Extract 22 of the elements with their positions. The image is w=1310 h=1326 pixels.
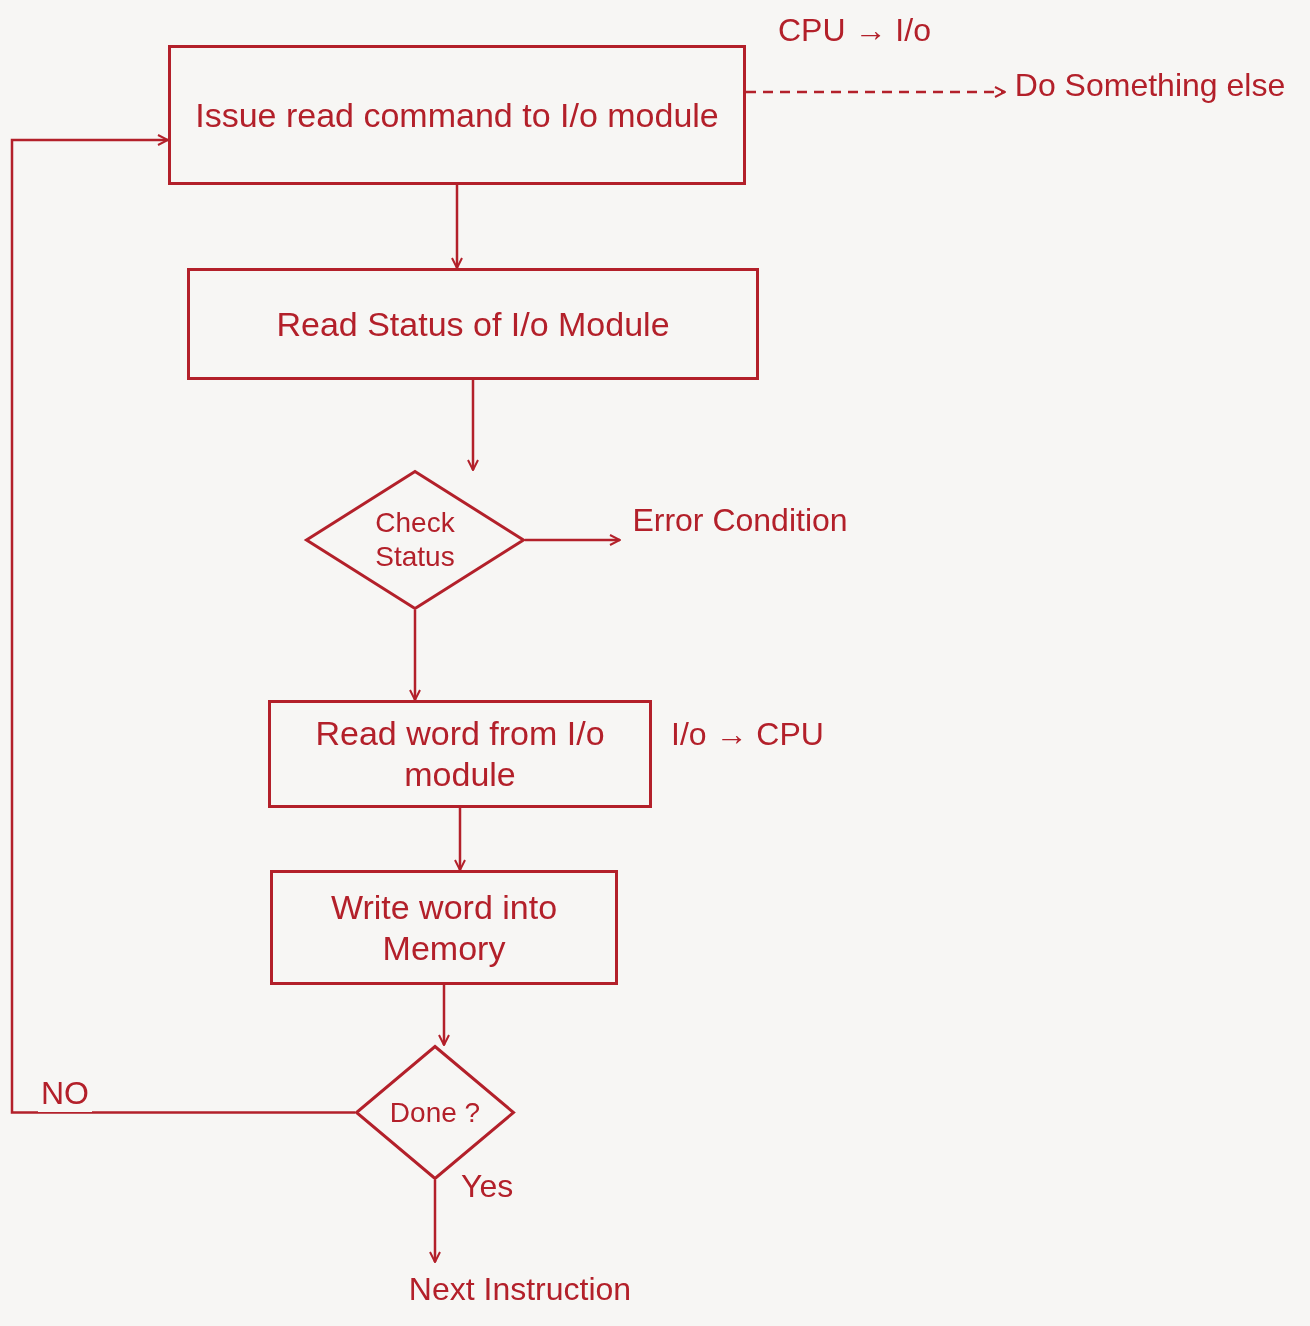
arrow — [429, 1180, 441, 1263]
step-text: Read word from I/o module — [314, 713, 606, 795]
terminal-text: Do Something else — [1014, 65, 1286, 105]
arrow — [746, 86, 1006, 98]
arrow — [454, 808, 466, 871]
arrow — [438, 985, 450, 1046]
process-box — [187, 268, 759, 380]
arrow — [409, 610, 421, 701]
step-text: Check Status — [374, 506, 456, 574]
step-text: Write word into Memory — [329, 886, 559, 969]
terminal-text: Error Condition — [632, 500, 848, 540]
process-box — [168, 45, 746, 185]
arrow — [525, 534, 621, 546]
step-text: Read Status of I/o Module — [276, 303, 670, 345]
arrow — [467, 380, 479, 471]
terminal-text: Next Instruction — [408, 1270, 632, 1309]
process-box — [270, 870, 618, 985]
step-text: Issue read command to I/o module — [195, 94, 719, 136]
process-box — [268, 700, 652, 808]
arrow — [10, 134, 355, 1114]
arrow — [451, 185, 463, 269]
step-text: Done ? — [388, 1095, 482, 1130]
